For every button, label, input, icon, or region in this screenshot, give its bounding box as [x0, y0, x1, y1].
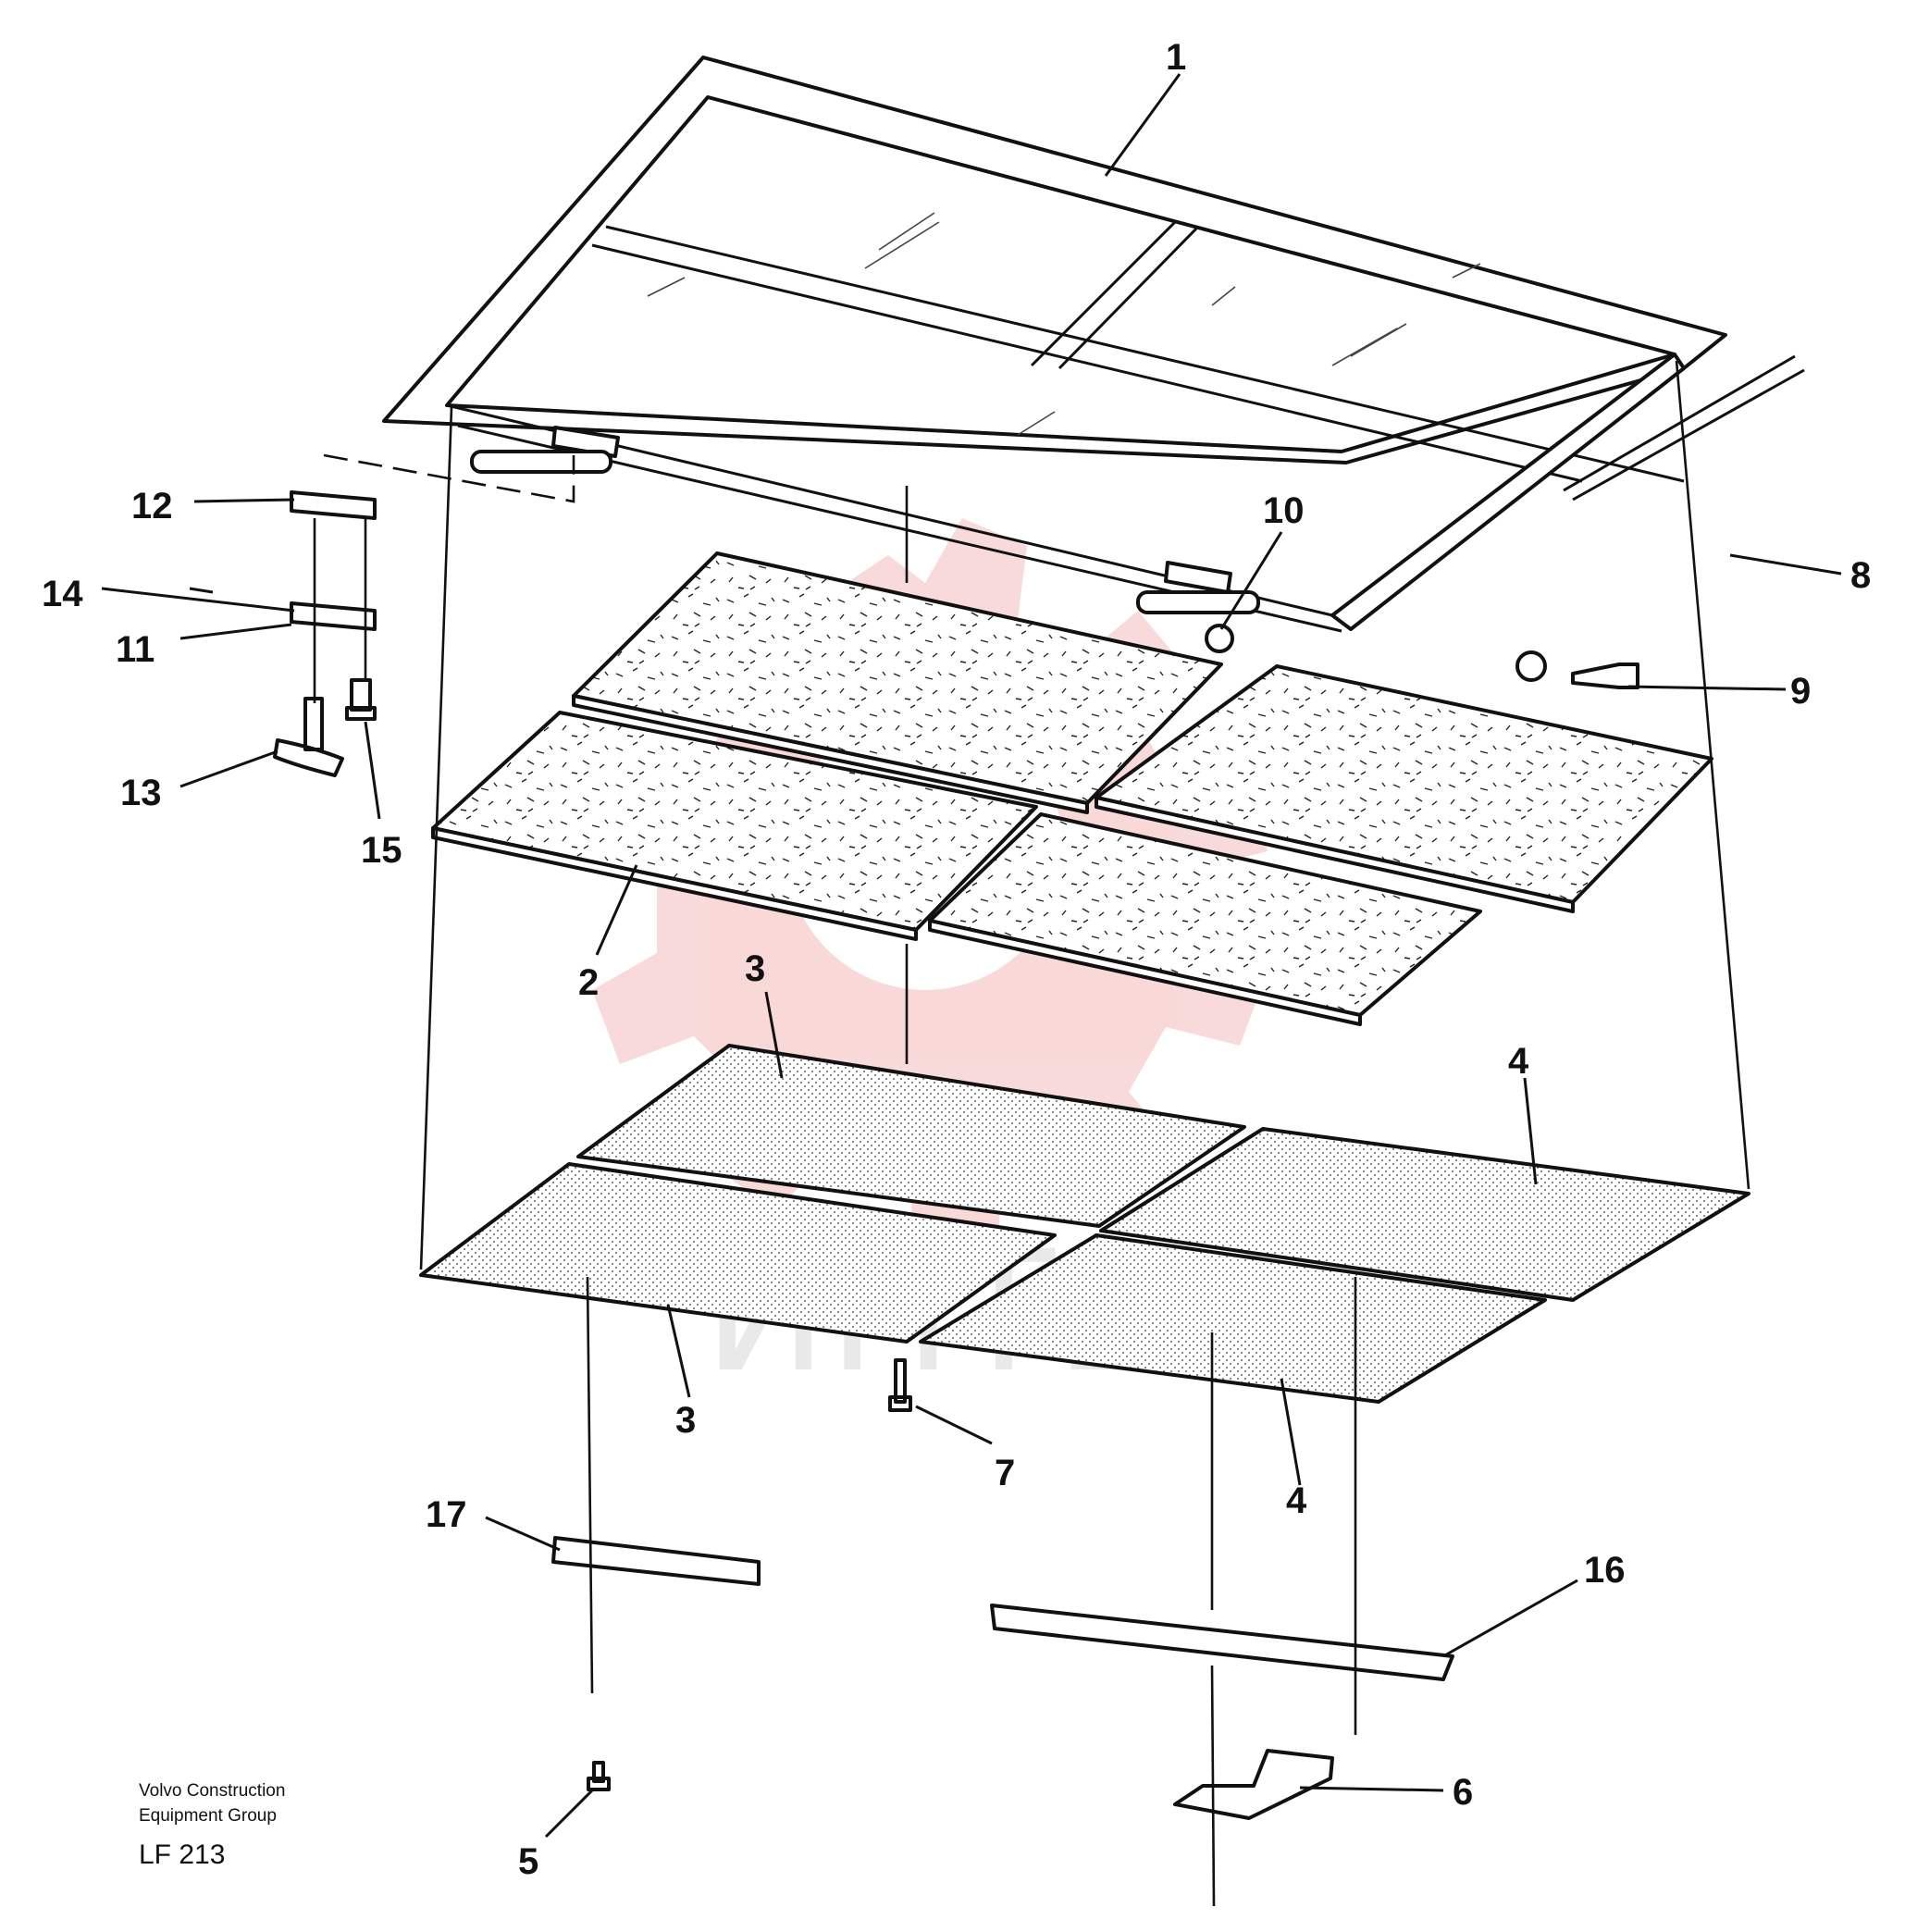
- callout-4-bottom: 4: [1286, 1480, 1307, 1521]
- part-6-bracket: [1173, 1749, 1334, 1820]
- brand-line-2: Equipment Group: [139, 1806, 277, 1826]
- part-8-rod: [1563, 354, 1796, 492]
- part-16-strip: [990, 1604, 1454, 1681]
- callout-3-top: 3: [745, 948, 765, 989]
- part-7-screw: [888, 1358, 912, 1412]
- insulation-panels: [431, 551, 1713, 1026]
- brand-line-1: Volvo Construction: [139, 1781, 286, 1801]
- callout-4-top: 4: [1508, 1041, 1529, 1082]
- callout-13: 13: [120, 773, 162, 813]
- callout-17: 17: [426, 1494, 467, 1535]
- callout-14: 14: [42, 574, 83, 614]
- callout-1: 1: [1166, 37, 1186, 78]
- part-9-washer: [1515, 650, 1547, 682]
- roof-frame: [382, 56, 1727, 633]
- part-15-screw: [345, 678, 377, 721]
- callout-12: 12: [131, 486, 173, 526]
- figure-code: LF 213: [139, 1839, 226, 1870]
- part-8-rod-edge: [1572, 368, 1805, 502]
- leader-lines: [101, 73, 1842, 1839]
- callout-9: 9: [1790, 671, 1811, 712]
- part-13-handle: [273, 697, 344, 777]
- part-14-pin: [189, 587, 214, 594]
- callout-7: 7: [995, 1453, 1015, 1493]
- callout-10: 10: [1263, 490, 1305, 531]
- callout-8: 8: [1850, 555, 1871, 596]
- callout-15: 15: [361, 830, 402, 871]
- part-11-clamp: [290, 601, 377, 631]
- part-9-bolt: [1571, 663, 1639, 689]
- callout-labels: 1 2 3 3 4 4 5 6 7 8 9 10 11 12 13 14 15 …: [42, 37, 1871, 1882]
- part-12-bracket: [290, 490, 377, 520]
- callout-6: 6: [1453, 1772, 1473, 1813]
- part-10-nut: [1205, 624, 1234, 653]
- assembly-guides: [313, 360, 1750, 1907]
- part-17-strip: [551, 1536, 761, 1586]
- callout-3-bottom: 3: [675, 1400, 696, 1441]
- callout-5: 5: [518, 1841, 538, 1882]
- callout-11: 11: [116, 629, 155, 670]
- ceiling-trim-panels: [419, 1044, 1750, 1404]
- callout-2: 2: [578, 962, 599, 1003]
- callout-16: 16: [1584, 1550, 1626, 1591]
- part-5-screw: [587, 1761, 611, 1791]
